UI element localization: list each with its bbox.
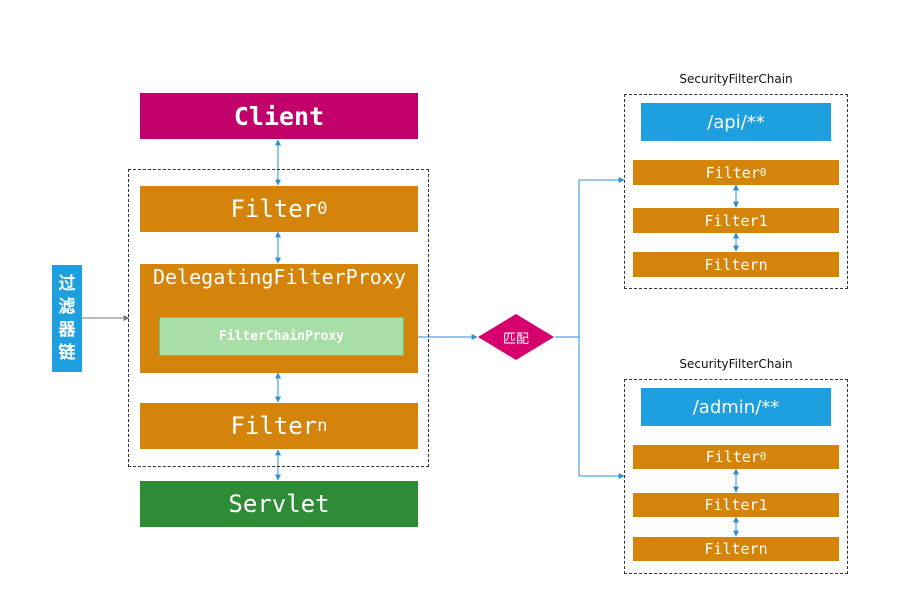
- side-label-char: 链: [58, 342, 76, 363]
- client-box: Client: [140, 93, 418, 139]
- chain2-filtern-box: Filtern: [633, 537, 839, 561]
- match-branch-line: [555, 180, 580, 338]
- side-label-char: 器: [58, 319, 76, 340]
- chain1-pattern-label: /api/**: [707, 111, 765, 133]
- filter-chain-side-label: 过 滤 器 链: [52, 265, 82, 372]
- chain1-pattern-box: /api/**: [641, 103, 831, 141]
- filter-chain-proxy-box: FilterChainProxy: [159, 317, 404, 356]
- chain1-title: SecurityFilterChain: [679, 72, 793, 86]
- servlet-label: Servlet: [228, 490, 330, 518]
- chain1-filter1-label: Filter1: [704, 211, 768, 230]
- chain1-filtern-label: Filtern: [704, 255, 768, 274]
- chain2-filter1-box: Filter1: [633, 493, 839, 517]
- servlet-box: Servlet: [140, 481, 418, 527]
- match-label: 匹配: [502, 331, 529, 347]
- match-diamond-shape: [478, 314, 554, 360]
- filter0-label: Filter: [230, 195, 318, 223]
- chain1-filtern-box: Filtern: [633, 252, 839, 277]
- client-label: Client: [233, 101, 325, 131]
- chain2-pattern-box: /admin/**: [641, 388, 831, 426]
- delegating-filter-proxy-label: DelegatingFilterProxy: [153, 265, 406, 289]
- match-diamond: 匹配: [478, 314, 554, 360]
- chain1-filter1-box: Filter1: [633, 208, 839, 233]
- side-label-char: 滤: [58, 296, 76, 317]
- chain1-filter0-label: Filter: [705, 163, 760, 182]
- delegating-filter-proxy-box: DelegatingFilterProxy FilterChainProxy: [140, 264, 418, 373]
- chain2-title: SecurityFilterChain: [679, 357, 793, 371]
- side-label-char: 过: [58, 273, 76, 294]
- chain2-filtern-label: Filtern: [704, 540, 768, 558]
- chain2-container: [624, 379, 848, 574]
- chain1-container: [624, 94, 848, 289]
- filter-chain-container: [128, 169, 429, 467]
- filter-chain-proxy-label: FilterChainProxy: [218, 329, 345, 344]
- filtern-label: Filter: [230, 412, 318, 440]
- chain2-filter0-label: Filter: [705, 448, 760, 466]
- chain2-filter1-label: Filter1: [704, 496, 768, 514]
- chain2-pattern-label: /admin/**: [692, 396, 780, 418]
